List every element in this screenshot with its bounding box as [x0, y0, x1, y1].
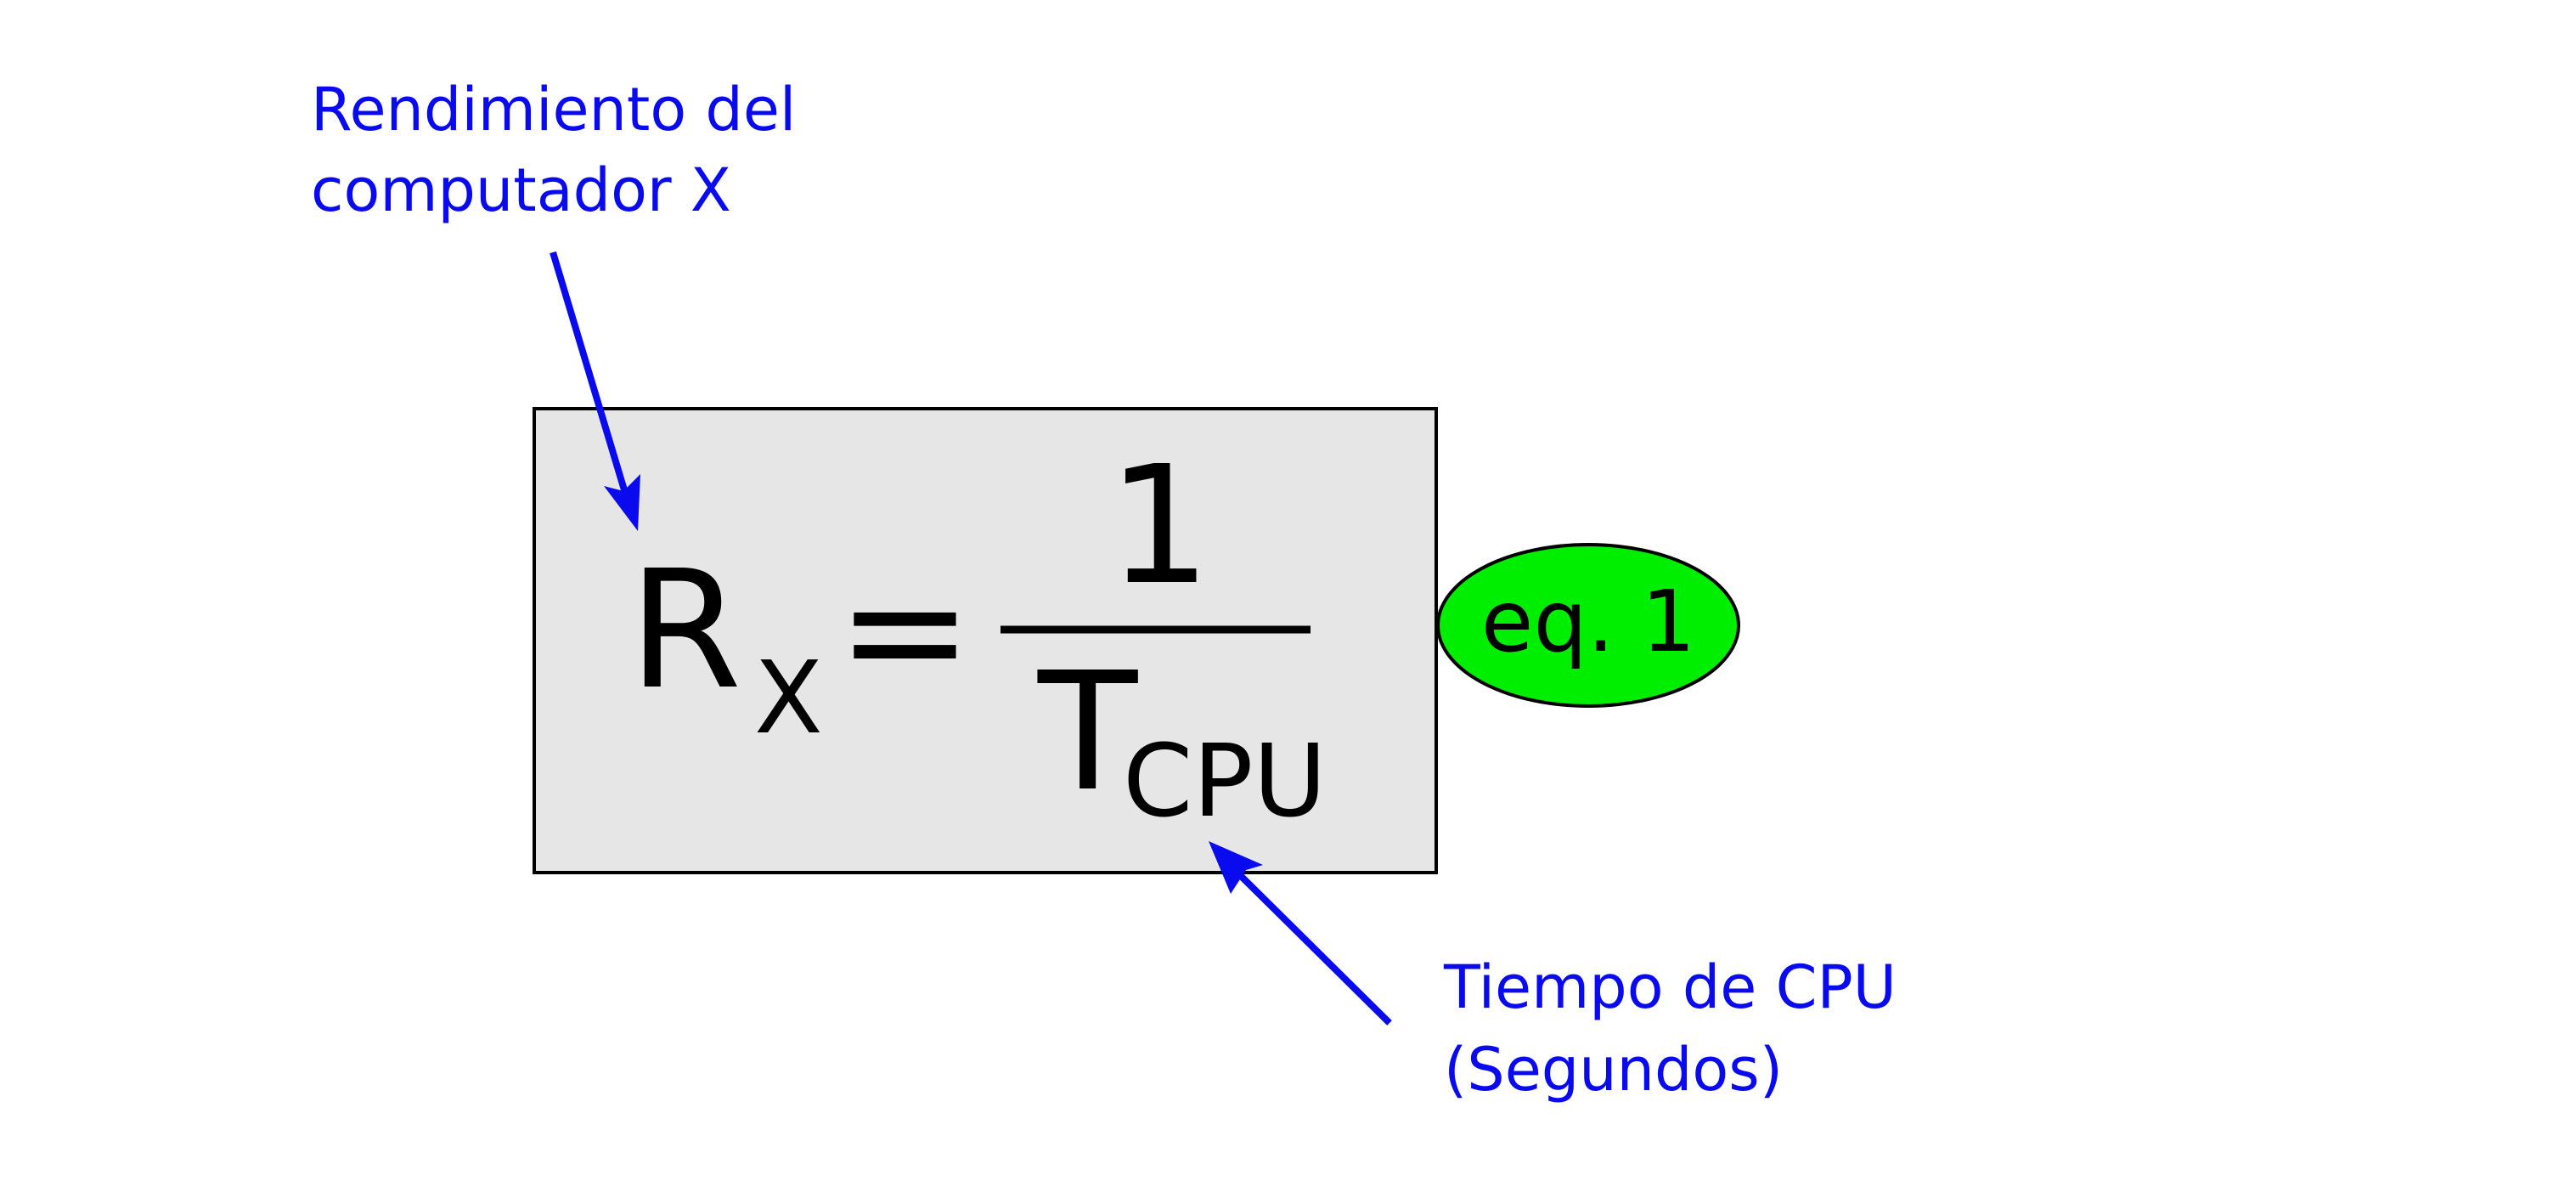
- performance-arrow-head: [604, 474, 640, 531]
- denominator-subscript: CPU: [1123, 722, 1327, 839]
- performance-arrow-shaft: [550, 251, 628, 494]
- equals-sign: =: [837, 536, 973, 726]
- cpu-time-arrow-head: [1209, 841, 1263, 894]
- performance-annotation: Rendimiento del computador X: [311, 75, 815, 225]
- cpu-time-annotation: Tiempo de CPU (Segundos): [1443, 952, 1915, 1105]
- lhs-symbol: R: [628, 536, 741, 726]
- equation-box: [533, 407, 1438, 874]
- denominator-symbol: T: [1037, 638, 1138, 828]
- performance-annotation-line2: computador X: [311, 155, 731, 225]
- equation-badge-label: eq. 1: [1481, 572, 1695, 671]
- lhs-subscript: X: [754, 639, 823, 756]
- cpu-time-annotation-line1: Tiempo de CPU: [1443, 952, 1897, 1022]
- cpu-time-annotation-line2: (Segundos): [1444, 1035, 1783, 1105]
- equation-badge: [1436, 543, 1740, 708]
- numerator: 1: [1108, 432, 1211, 621]
- cpu-time-arrow-shaft: [1237, 873, 1392, 1026]
- performance-annotation-line1: Rendimiento del: [311, 75, 796, 144]
